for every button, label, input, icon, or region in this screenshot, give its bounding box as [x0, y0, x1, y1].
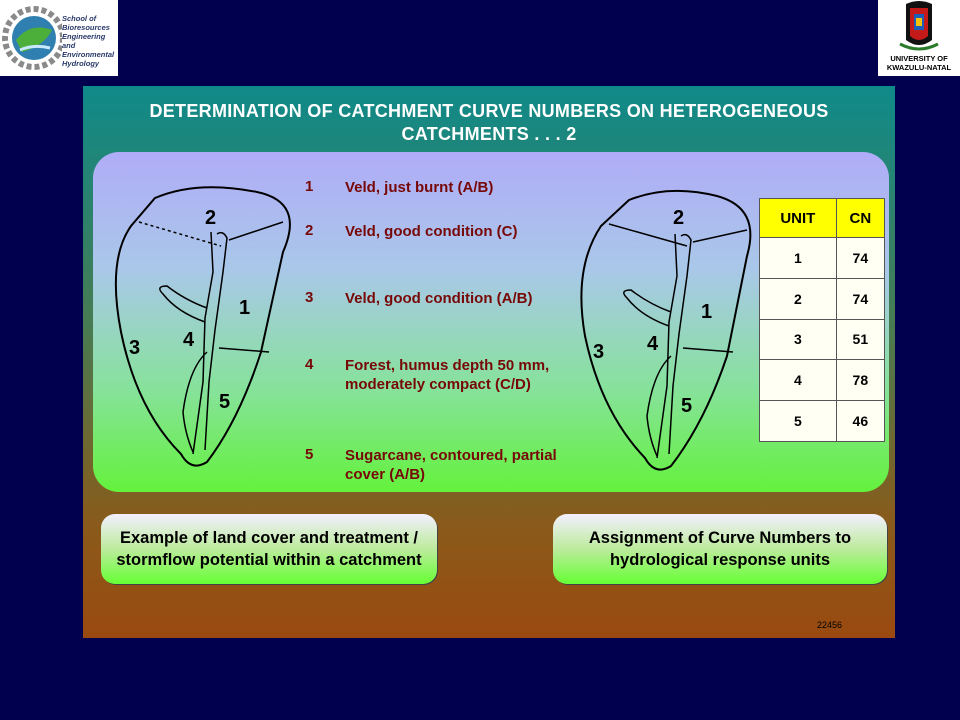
legend-text: Sugarcane, contoured, partial cover (A/B…: [345, 447, 557, 483]
legend-number: 3: [305, 289, 314, 306]
title-line-2: CATCHMENTS . . . 2: [401, 124, 577, 144]
unit-cell: 3: [759, 318, 837, 361]
university-name: UNIVERSITY OF KWAZULU-NATAL: [886, 54, 952, 72]
unit-column-header: UNIT: [759, 198, 837, 238]
map-left-label: 5: [219, 391, 230, 413]
legend-text: Forest, humus depth 50 mm, moderately co…: [345, 357, 550, 393]
map-left-label: 4: [183, 329, 195, 351]
catchment-map-left: 2 1 3 4 5: [114, 186, 291, 467]
unit-cell: 4: [759, 359, 837, 402]
table-row: 2 74: [759, 277, 886, 320]
unit-cell: 5: [759, 400, 837, 442]
unit-cell: 1: [759, 237, 837, 279]
university-logo: UNIVERSITY OF KWAZULU-NATAL: [878, 0, 960, 76]
school-logo: School of Bioresources Engineering and E…: [0, 0, 118, 76]
cn-column-header: CN: [835, 198, 886, 238]
slide-number: 22456: [817, 620, 843, 630]
caption-land-cover: Example of land cover and treatment / st…: [101, 514, 437, 584]
title-line-1: DETERMINATION OF CATCHMENT CURVE NUMBERS…: [149, 101, 829, 121]
legend-text: Veld, good condition (C): [345, 223, 518, 240]
legend-number: 4: [305, 356, 314, 373]
cn-cell: 74: [835, 277, 886, 320]
slide-title: DETERMINATION OF CATCHMENT CURVE NUMBERS…: [83, 100, 895, 146]
legend-number: 1: [305, 178, 314, 195]
legend-text: Veld, just burnt (A/B): [345, 179, 494, 196]
table-row: 1 74: [759, 237, 886, 279]
school-logo-text: School of Bioresources Engineering and E…: [62, 14, 115, 68]
table-header-row: UNIT CN: [759, 198, 886, 238]
curve-number-table: UNIT CN 1 74 2 74 3 51 4 78 5 46: [759, 198, 886, 442]
map-right-label: 1: [701, 301, 712, 323]
map-left-label: 3: [129, 337, 140, 359]
table-row: 3 51: [759, 318, 886, 361]
cn-cell: 74: [835, 237, 886, 279]
unit-cell: 2: [759, 277, 837, 320]
table-row: 4 78: [759, 359, 886, 402]
legend-number: 5: [305, 446, 314, 463]
gear-globe-icon: [2, 6, 66, 70]
map-right-label: 4: [647, 333, 659, 355]
map-right-label: 5: [681, 395, 692, 417]
map-left-label: 1: [239, 297, 250, 319]
map-left-label: 2: [205, 207, 216, 229]
legend-number: 2: [305, 222, 314, 239]
cn-cell: 51: [835, 318, 886, 361]
map-right-label: 3: [593, 341, 604, 363]
map-right-label: 2: [673, 207, 684, 229]
table-row: 5 46: [759, 400, 886, 442]
cn-cell: 78: [835, 359, 886, 402]
catchment-map-right: 2 1 3 4 5: [580, 189, 752, 471]
cn-cell: 46: [835, 400, 886, 442]
slide: DETERMINATION OF CATCHMENT CURVE NUMBERS…: [83, 86, 895, 638]
legend-text: Veld, good condition (A/B): [345, 290, 533, 307]
university-crest-icon: [899, 1, 939, 51]
caption-curve-numbers: Assignment of Curve Numbers to hydrologi…: [553, 514, 887, 584]
